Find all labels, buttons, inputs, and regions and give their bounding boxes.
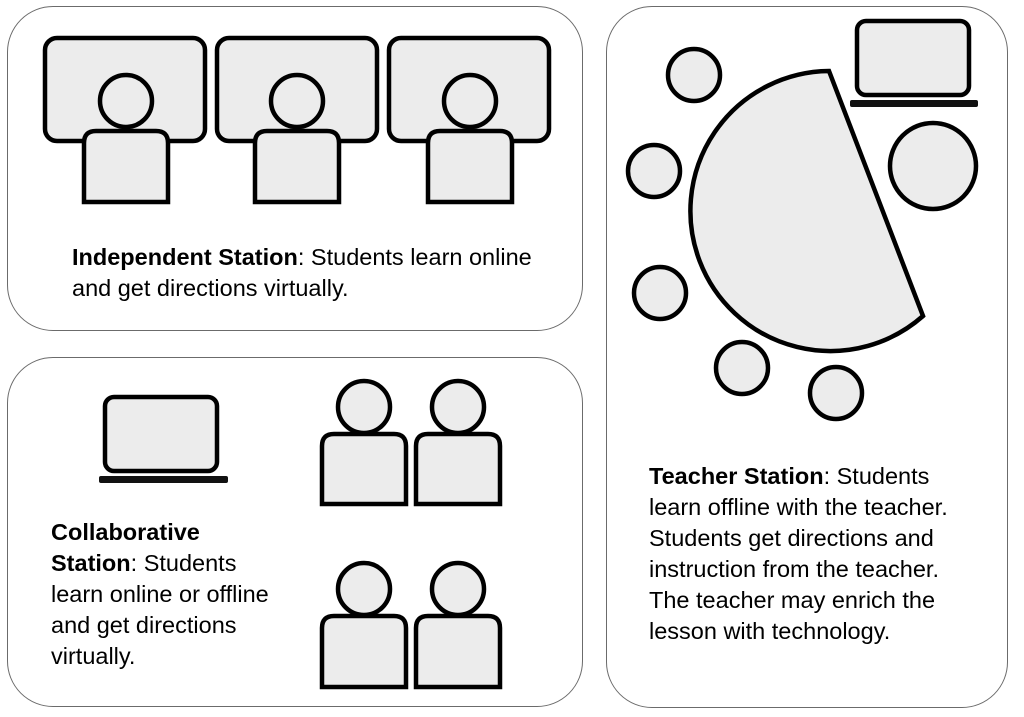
student-icon	[413, 378, 503, 507]
student-head-icon	[441, 72, 499, 130]
independent-station-title: Independent Station	[72, 244, 298, 270]
student-icon	[413, 560, 503, 690]
student-icon	[319, 560, 409, 690]
student-icon	[319, 378, 409, 507]
independent-station-description: : Students learn online and get directio…	[72, 244, 532, 301]
seat-icon	[807, 364, 865, 422]
student-head-icon	[97, 72, 155, 130]
student-head-icon	[268, 72, 326, 130]
collaborative-station-title: Collaborative Station	[51, 519, 200, 576]
student-body-icon	[252, 128, 342, 205]
student-body-icon	[425, 128, 515, 205]
half-round-table-icon	[688, 68, 926, 354]
seat-icon	[665, 46, 723, 104]
seat-icon	[713, 339, 771, 397]
teacher-station-caption: Teacher Station: Students learn offline …	[649, 461, 979, 647]
seat-icon	[625, 142, 683, 200]
laptop-icon	[850, 18, 978, 107]
independent-workstation-2	[214, 35, 380, 205]
laptop-icon	[99, 394, 228, 483]
independent-station-caption: Independent Station: Students learn onli…	[72, 242, 542, 304]
teacher-station-title: Teacher Station	[649, 463, 824, 489]
teacher-seat-icon	[887, 120, 979, 212]
collaborative-station-caption: Collaborative Station: Students learn on…	[51, 517, 291, 672]
independent-workstation-1	[42, 35, 208, 205]
collaborative-station-description: : Students learn online or offline and g…	[51, 550, 269, 669]
student-body-icon	[81, 128, 171, 205]
independent-workstation-3	[386, 35, 552, 205]
teacher-station-description: : Students learn offline with the teache…	[649, 463, 948, 644]
seat-icon	[631, 264, 689, 322]
